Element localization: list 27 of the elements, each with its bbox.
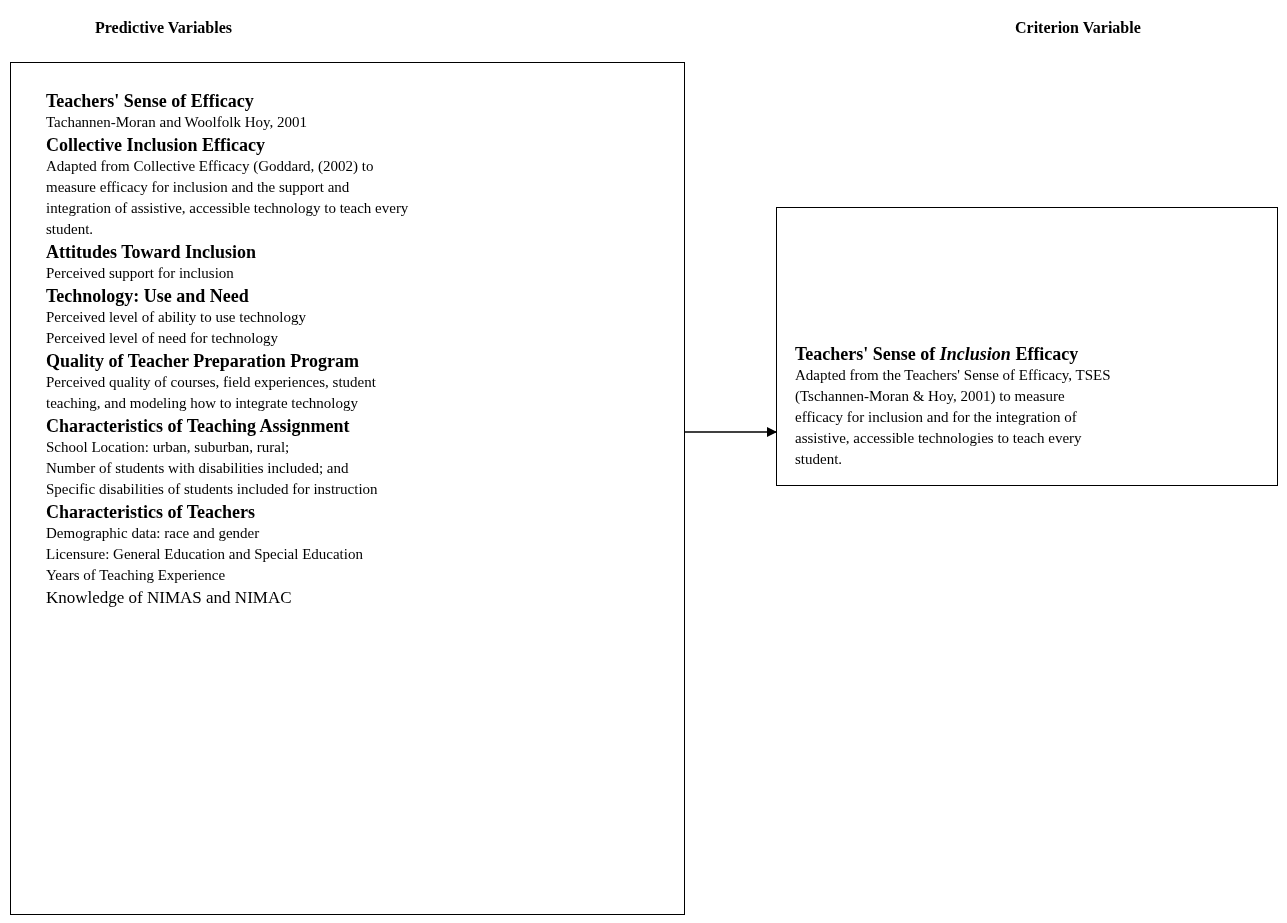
variable-description: Demographic data: race and gender <box>46 524 261 543</box>
column-heading: Predictive Variables <box>95 18 233 38</box>
variable-heading: Characteristics of Teaching Assignment <box>46 416 351 437</box>
variable-box <box>776 207 1278 486</box>
variable-description: Number of students with disabilities included; and <box>46 459 350 478</box>
variable-heading: Quality of Teacher Preparation Program <box>46 351 360 372</box>
variable-heading: Teachers' Sense of Efficacy <box>46 91 255 112</box>
variable-heading: Teachers' Sense of Inclusion Efficacy <box>795 344 1080 365</box>
variable-description: Perceived support for inclusion <box>46 264 235 283</box>
variable-description: Perceived level of ability to use technology <box>46 308 307 327</box>
variable-heading: Collective Inclusion Efficacy <box>46 135 266 156</box>
variable-heading: Technology: Use and Need <box>46 286 250 307</box>
variable-description: Perceived quality of courses, field experiences, student teaching, and modeling how to integrate technology <box>46 373 377 413</box>
variable-description: Licensure: General Education and Special Education <box>46 545 364 564</box>
variable-description: Tachannen-Moran and Woolfolk Hoy, 2001 <box>46 113 308 132</box>
variable-description: Adapted from Collective Efficacy (Goddard, (2002) to measure efficacy for inclusion and the support and integration of assistive, accessible technology to teach every student. <box>46 157 410 239</box>
variable-description: Years of Teaching Experience <box>46 566 227 585</box>
variable-heading: Characteristics of Teachers <box>46 502 256 523</box>
variable-heading: Attitudes Toward Inclusion <box>46 242 258 263</box>
variable-description: Specific disabilities of students included for instruction <box>46 480 379 499</box>
variable-box <box>10 62 685 915</box>
variable-description: Perceived level of need for technology <box>46 329 279 348</box>
column-heading: Criterion Variable <box>1015 18 1141 38</box>
variable-description: Adapted from the Teachers' Sense of Efficacy, TSES (Tschannen-Moran & Hoy, 2001) to measure efficacy for inclusion and for the integration of assistive, accessible technologies to teach every student. <box>795 366 1112 469</box>
variable-description: School Location: urban, suburban, rural; <box>46 438 291 457</box>
variable-description: Knowledge of NIMAS and NIMAC <box>46 587 293 609</box>
arrow <box>684 427 777 437</box>
